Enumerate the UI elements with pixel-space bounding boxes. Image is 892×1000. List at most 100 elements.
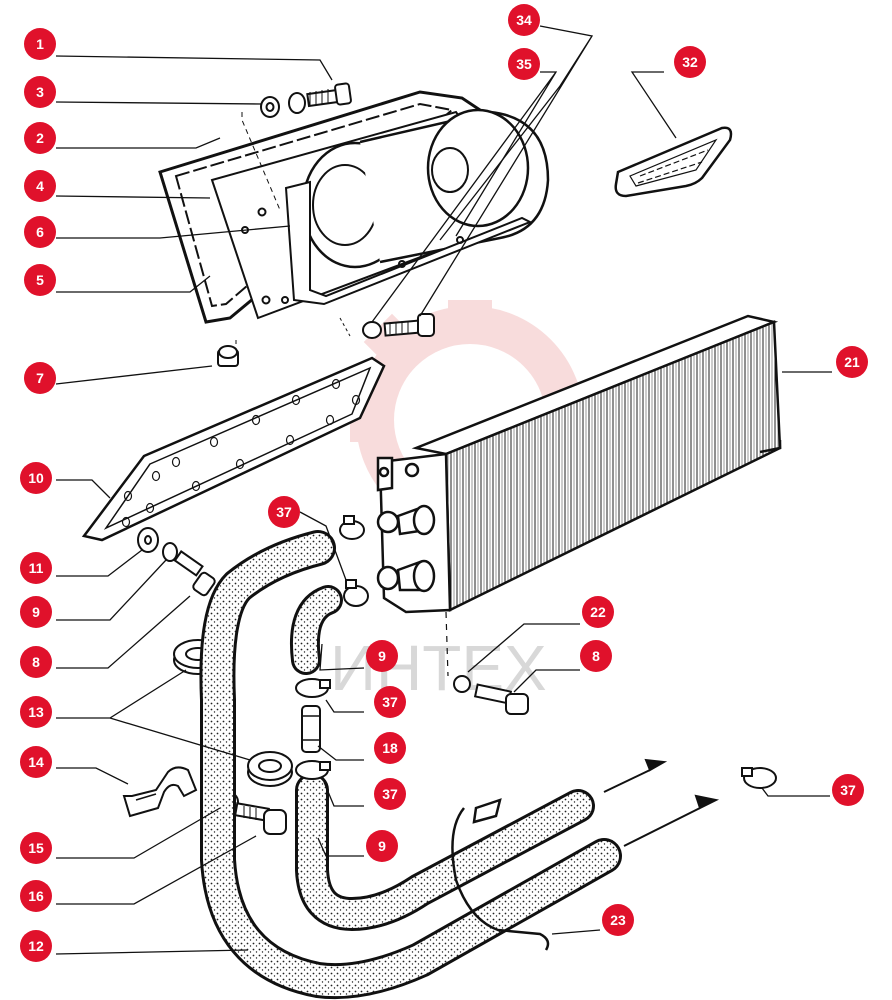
callout-8: 8 [20, 646, 52, 678]
callout-number: 9 [378, 838, 386, 854]
flow-arrow-icon [694, 794, 720, 810]
callout-13: 13 [20, 696, 52, 728]
callout-badge [24, 264, 56, 296]
callout-number: 37 [382, 694, 398, 710]
core-front-fins [444, 320, 782, 612]
callout-number: 6 [36, 224, 44, 240]
callout-badge [374, 686, 406, 718]
callout-21: 21 [836, 346, 868, 378]
callout-7: 7 [24, 362, 56, 394]
clamp-37-b [343, 579, 369, 607]
callout-22: 22 [582, 596, 614, 628]
callout-4: 4 [24, 170, 56, 202]
callout-number: 18 [382, 740, 398, 756]
callout-14: 14 [20, 746, 52, 778]
clamp-37-c [295, 678, 331, 698]
washer-11-hole [144, 535, 152, 545]
callout-badge [674, 46, 706, 78]
clamp-37-e [741, 767, 777, 789]
callout-badge [508, 48, 540, 80]
callout-number: 37 [840, 782, 856, 798]
callout-number: 35 [516, 56, 532, 72]
callout-number: 9 [378, 648, 386, 664]
flow-arrows [603, 758, 720, 847]
callout-number: 2 [36, 130, 44, 146]
motor-bracket [284, 180, 533, 306]
callout-number: 4 [36, 178, 44, 194]
callout-37: 37 [374, 686, 406, 718]
callout-3: 3 [24, 76, 56, 108]
hose-9-long [295, 773, 595, 932]
callout-9: 9 [20, 596, 52, 628]
callout-number: 10 [28, 470, 44, 486]
hose-9-short [290, 585, 343, 675]
callout-badge [24, 362, 56, 394]
bolt-1 [306, 82, 352, 108]
bolt-35 [362, 313, 435, 339]
callout-9: 9 [366, 830, 398, 862]
core-pipe-upper [376, 504, 436, 536]
callout-badge [20, 552, 52, 584]
callout-badge [20, 462, 52, 494]
callout-badge [836, 346, 868, 378]
callout-badge [24, 122, 56, 154]
callout-1: 1 [24, 28, 56, 60]
leader-lines [55, 25, 832, 955]
callout-number: 15 [28, 840, 44, 856]
assembly-guide-line [241, 112, 281, 211]
callout-badge [374, 732, 406, 764]
callout-number: 34 [516, 12, 532, 28]
hose-12 [199, 530, 622, 1000]
callout-badge [20, 832, 52, 864]
spring-washer-9 [162, 542, 178, 562]
right-hardware [453, 675, 529, 715]
callout-8: 8 [580, 640, 612, 672]
flow-arrow-icon [603, 769, 651, 793]
grommet-13-lower [247, 751, 293, 787]
flow-arrow-icon [644, 758, 668, 772]
callout-37: 37 [268, 496, 300, 528]
callout-35: 35 [508, 48, 540, 80]
blower-rotor-right [426, 108, 530, 228]
callout-number: 32 [682, 54, 698, 70]
callout-number: 37 [276, 504, 292, 520]
callout-badge [20, 596, 52, 628]
washer-11 [137, 527, 159, 553]
callout-badge [24, 28, 56, 60]
callout-5: 5 [24, 264, 56, 296]
gasket-10 [81, 356, 386, 542]
callout-number: 8 [592, 648, 600, 664]
wire-23 [451, 798, 550, 951]
callout-34: 34 [508, 4, 540, 36]
fitting-18 [301, 705, 321, 753]
callout-number: 13 [28, 704, 44, 720]
callout-number: 8 [32, 654, 40, 670]
assembly-guide-line [445, 611, 449, 677]
callout-number: 5 [36, 272, 44, 288]
heater-core-21 [376, 314, 782, 677]
callout-15: 15 [20, 832, 52, 864]
callout-number: 9 [32, 604, 40, 620]
callout-badge [20, 746, 52, 778]
callout-18: 18 [374, 732, 406, 764]
callout-number: 12 [28, 938, 44, 954]
callout-badge [508, 4, 540, 36]
callout-11: 11 [20, 552, 52, 584]
callout-number: 11 [29, 560, 44, 576]
washer-3-hole [265, 102, 275, 112]
plate-hole [257, 207, 267, 217]
clamp-37-d [295, 760, 331, 780]
plate-hole [456, 236, 464, 244]
plate-hole [398, 260, 406, 268]
callout-number: 21 [844, 354, 860, 370]
callout-37: 37 [832, 774, 864, 806]
motor-hub [431, 147, 469, 193]
callout-badge [366, 640, 398, 672]
plate-hole [261, 295, 271, 305]
callout-badge [268, 496, 300, 528]
assembly-guide-line [339, 317, 351, 337]
callout-9: 9 [366, 640, 398, 672]
callout-23: 23 [602, 904, 634, 936]
callout-badge [24, 216, 56, 248]
